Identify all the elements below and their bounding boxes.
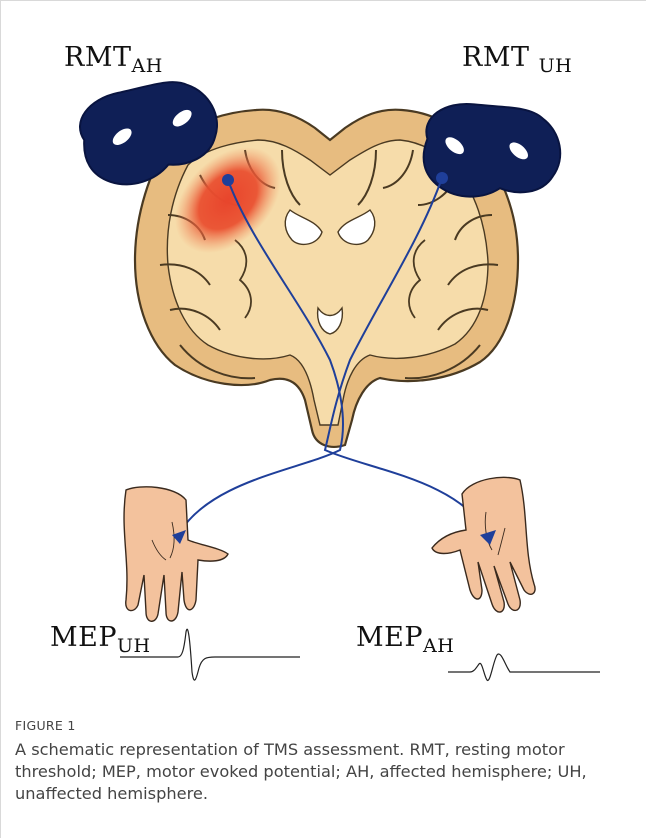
label-rmt-uh-main: RMT (462, 42, 529, 73)
label-mep-ah-sub: AH (423, 635, 454, 657)
label-mep-uh-sub: UH (117, 635, 151, 657)
hand-right-icon (432, 477, 535, 612)
figure-caption: FIGURE 1 A schematic representation of T… (15, 718, 630, 805)
label-rmt-uh-sub: UH (539, 55, 573, 77)
label-rmt-ah-sub: AH (131, 55, 162, 77)
tms-diagram-svg (0, 0, 646, 700)
label-mep-uh-main: MEP (50, 622, 117, 653)
cortical-node-uh (436, 172, 448, 184)
hand-left-icon (124, 487, 228, 621)
figure-caption-text: A schematic representation of TMS assess… (15, 739, 630, 805)
label-rmt-uh: RMT UH (462, 42, 572, 73)
figure-caption-label: FIGURE 1 (15, 718, 630, 733)
label-rmt-ah: RMTAH (64, 42, 163, 73)
label-mep-ah: MEPAH (356, 622, 454, 653)
cortical-node-ah (222, 174, 234, 186)
label-rmt-ah-main: RMT (64, 42, 131, 73)
mep-ah-waveform (448, 654, 600, 680)
label-mep-ah-main: MEP (356, 622, 423, 653)
label-mep-uh: MEPUH (50, 622, 151, 653)
figure-diagram: RMTAH RMT UH MEPUH MEPAH (0, 0, 646, 700)
